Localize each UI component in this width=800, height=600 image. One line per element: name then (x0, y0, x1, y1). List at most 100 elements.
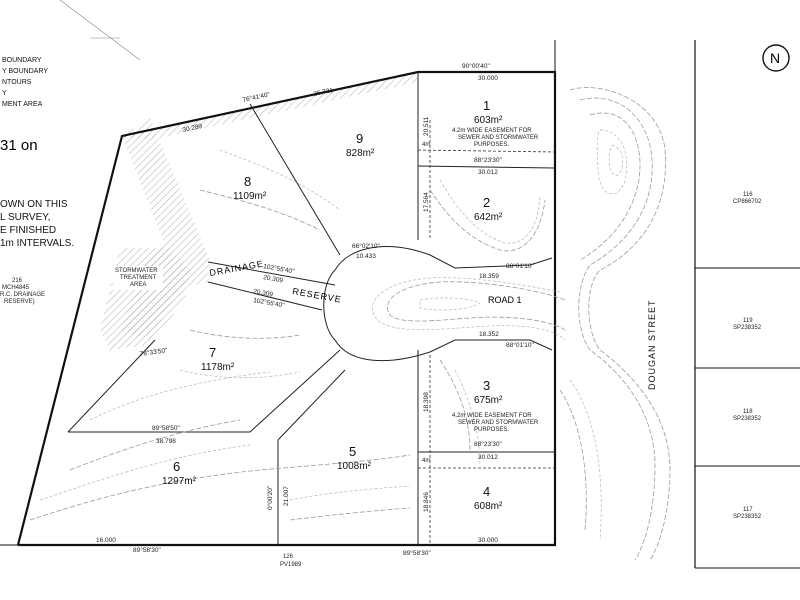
north-arrow-icon: N (762, 44, 790, 72)
lot-5-number: 5 (349, 444, 356, 459)
svg-text:88°23'30": 88°23'30" (474, 156, 503, 164)
north-label: N (770, 50, 780, 66)
stormwater-label: STORMWATER TREATMENT AREA (113, 266, 163, 290)
svg-text:78°33'50": 78°33'50" (139, 346, 168, 358)
svg-text:116: 116 (743, 192, 753, 198)
site-boundary (16, 70, 557, 547)
lot-9-area: 828m² (346, 148, 375, 159)
svg-text:76°41'40": 76°41'40" (242, 90, 272, 104)
svg-text:88°01'10": 88°01'10" (506, 262, 535, 270)
svg-text:90°00'40": 90°00'40" (462, 62, 491, 70)
adjacent-labels: 116 CP866702 119 SP238352 118 SP238352 1… (733, 192, 762, 520)
svg-text:SP238352: SP238352 (733, 325, 762, 331)
svg-text:PURPOSES.: PURPOSES. (474, 142, 509, 148)
lot-2-area: 642m² (474, 212, 503, 223)
svg-text:89°58'50": 89°58'50" (152, 424, 181, 432)
svg-text:17.564: 17.564 (423, 192, 430, 212)
road-1-outline (334, 246, 553, 362)
legend-line: Y (2, 90, 7, 97)
easement-note-2: 4.2m WIDE EASEMENT FOR SEWER AND STORMWA… (422, 413, 539, 464)
svg-text:4.2m WIDE EASEMENT FOR: 4.2m WIDE EASEMENT FOR (452, 128, 532, 134)
svg-text:20.309: 20.309 (263, 274, 284, 284)
legend-note: L SURVEY, (0, 212, 50, 223)
lot-5-area: 1008m² (337, 461, 372, 472)
svg-text:10.433: 10.433 (356, 253, 376, 260)
svg-text:126: 126 (283, 554, 294, 560)
svg-text:SP238352: SP238352 (733, 416, 762, 422)
svg-text:21.007: 21.007 (283, 486, 290, 506)
svg-text:AREA: AREA (130, 282, 146, 288)
lot-3-number: 3 (483, 378, 490, 393)
lot-6-number: 6 (173, 459, 180, 474)
svg-text:20.309: 20.309 (253, 288, 274, 298)
easements (417, 120, 556, 545)
legend-line: BOUNDARY (2, 57, 42, 64)
svg-text:SEWER AND STORMWATER: SEWER AND STORMWATER (458, 420, 539, 426)
svg-text:RESERVE): RESERVE) (4, 299, 35, 305)
svg-text:30.000: 30.000 (478, 75, 498, 82)
legend-big: 31 on (0, 137, 38, 154)
bottom-reference: 126 PV1989 (280, 554, 302, 568)
lot-8-number: 8 (244, 174, 251, 189)
lot-labels: 1 603m² 2 642m² 3 675m² 4 608m² 5 1008m²… (162, 98, 503, 512)
svg-text:SEWER AND STORMWATER: SEWER AND STORMWATER (458, 135, 539, 141)
lot-lines (67, 72, 556, 545)
road-1-label: ROAD 1 (488, 295, 522, 305)
lot-3-area: 675m² (474, 395, 503, 406)
svg-text:38.798: 38.798 (156, 438, 176, 445)
svg-text:30.012: 30.012 (478, 169, 498, 176)
svg-text:216: 216 (12, 278, 23, 284)
svg-text:66°02'10": 66°02'10" (352, 242, 381, 250)
lot-7-area: 1178m² (201, 362, 235, 373)
legend-line: Y BOUNDARY (2, 68, 48, 75)
reserve-label: RESERVE (292, 286, 343, 305)
legend-note: 1m INTERVALS. (0, 238, 74, 249)
svg-text:0°00'20": 0°00'20" (266, 485, 274, 510)
lot-4-number: 4 (483, 484, 490, 499)
svg-text:18.846: 18.846 (423, 492, 430, 512)
svg-text:20.511: 20.511 (423, 116, 430, 136)
lot-8-area: 1109m² (233, 191, 267, 202)
svg-text:4m: 4m (422, 458, 430, 464)
svg-text:18.359: 18.359 (479, 273, 499, 280)
svg-text:16.000: 16.000 (96, 537, 116, 544)
legend-line: MENT AREA (2, 101, 43, 108)
svg-text:30.012: 30.012 (478, 454, 498, 461)
contours (29, 87, 671, 561)
legend-line: NTOURS (2, 79, 32, 86)
lot-7-number: 7 (209, 345, 216, 360)
frame-line (59, 0, 141, 61)
svg-text:18.352: 18.352 (479, 331, 499, 338)
legend: BOUNDARY Y BOUNDARY NTOURS Y MENT AREA 3… (0, 57, 74, 249)
svg-text:PV1989: PV1989 (280, 562, 302, 568)
svg-text:119: 119 (743, 318, 753, 324)
svg-text:TREATMENT: TREATMENT (120, 275, 157, 281)
svg-text:4.2m WIDE EASEMENT FOR: 4.2m WIDE EASEMENT FOR (452, 413, 532, 419)
svg-text:88°01'10": 88°01'10" (506, 341, 535, 349)
svg-text:MCH4845: MCH4845 (2, 285, 30, 291)
lot-2-number: 2 (483, 195, 490, 210)
svg-text:26.721: 26.721 (313, 87, 334, 98)
svg-text:18.398: 18.398 (423, 392, 430, 412)
svg-text:89°58'30": 89°58'30" (403, 549, 432, 557)
dougan-street-label: DOUGAN STREET (647, 299, 657, 390)
reserve-216-label: 216 MCH4845 R.C. DRAINAGE RESERVE) (0, 278, 45, 305)
svg-text:SP238352: SP238352 (733, 514, 762, 520)
svg-text:89°58'30": 89°58'30" (133, 546, 162, 554)
svg-text:4m: 4m (422, 142, 430, 148)
svg-text:R.C. DRAINAGE: R.C. DRAINAGE (0, 292, 45, 298)
svg-text:30.289: 30.289 (182, 123, 203, 134)
lot-9-number: 9 (356, 131, 363, 146)
svg-text:102°55'40": 102°55'40" (253, 296, 286, 309)
svg-text:117: 117 (743, 507, 753, 513)
stormwater-hatch (100, 248, 190, 350)
easement-note-1: 4.2m WIDE EASEMENT FOR SEWER AND STORMWA… (422, 128, 539, 148)
svg-text:PURPOSES.: PURPOSES. (474, 427, 509, 433)
legend-note: E FINISHED (0, 225, 56, 236)
drainage-label: DRAINAGE (209, 259, 265, 278)
legend-note: OWN ON THIS (0, 199, 68, 210)
lot-1-number: 1 (483, 98, 490, 113)
road-1-bulb (323, 269, 336, 341)
svg-text:STORMWATER: STORMWATER (115, 268, 158, 274)
